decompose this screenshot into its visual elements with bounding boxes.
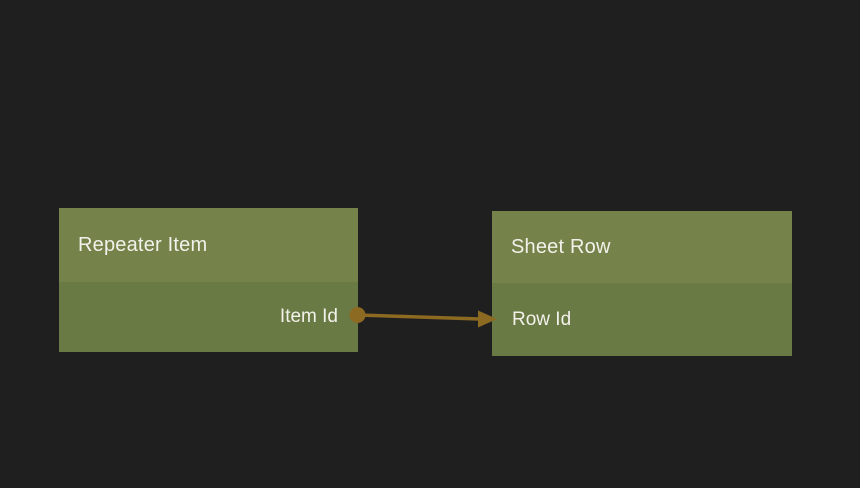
field-row-id[interactable]: Row Id	[512, 308, 572, 330]
field-item-id[interactable]: Item Id	[279, 306, 338, 327]
node-sheet-row-title: Sheet Row	[492, 211, 792, 283]
node-sheet-row-body: Row Id	[492, 283, 792, 356]
node-repeater-item-title: Repeater Item	[59, 208, 358, 282]
node-repeater-item[interactable]: Repeater Item Item Id	[59, 208, 358, 352]
connector-line[interactable]	[357, 313, 481, 321]
node-repeater-item-body: Item Id	[59, 282, 358, 352]
node-sheet-row[interactable]: Sheet Row Row Id	[492, 211, 792, 356]
